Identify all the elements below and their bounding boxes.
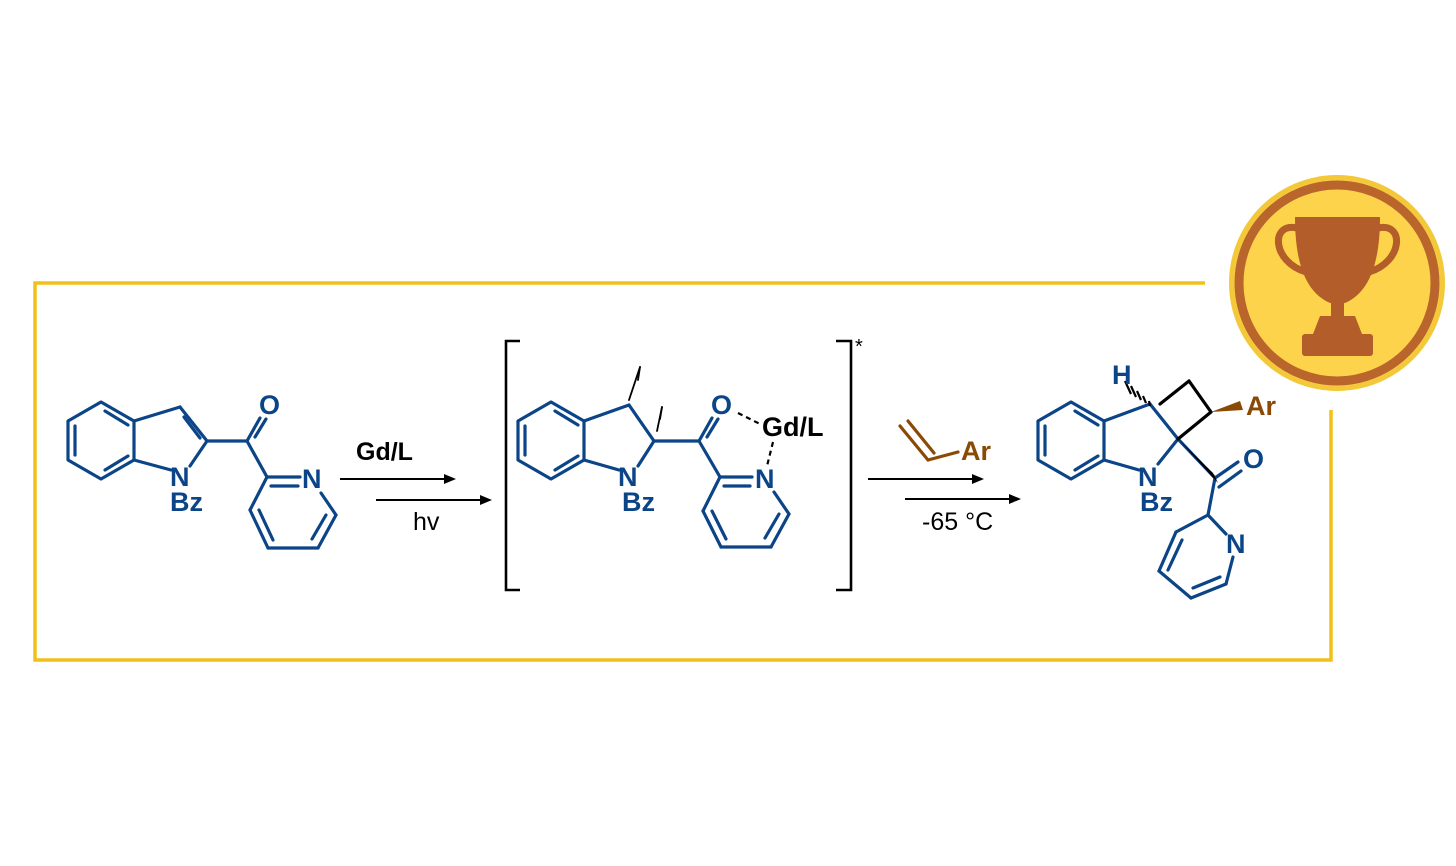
excited-state-marker: * (855, 336, 863, 358)
product-indole-nitrogen-label: N (1138, 462, 1158, 492)
product-bz-label: Bz (1140, 487, 1173, 517)
hashed-wedge-bond (1124, 380, 1152, 407)
carbonyl-wedge-bond (1178, 439, 1218, 483)
alkene-aryl-label: Ar (961, 436, 991, 466)
cyclobutane-ring (1158, 379, 1213, 441)
reactant-oxygen-label: O (259, 390, 280, 420)
aryl-wedge-bond (1211, 401, 1243, 412)
reactant-indole-nitrogen-label: N (170, 462, 190, 492)
intermediate-pyridine-nitrogen-label: N (755, 464, 775, 494)
step2-condition-label: -65 °C (922, 508, 993, 536)
intermediate-brackets (504, 339, 853, 592)
intermediate-indole-nitrogen-label: N (618, 462, 638, 492)
product-molecule (1036, 400, 1243, 600)
reactant-molecule (66, 400, 338, 550)
product-hydrogen-label: H (1112, 360, 1132, 390)
reactant-bz-label: Bz (170, 487, 203, 517)
reactant-pyridine-nitrogen-label: N (302, 464, 322, 494)
product-aryl-label: Ar (1246, 391, 1276, 421)
trophy-badge (1229, 175, 1445, 391)
gd-complex-label: Gd/L (762, 412, 824, 442)
step2-arrows (868, 474, 1021, 504)
intermediate-bz-label: Bz (622, 487, 655, 517)
intermediate-oxygen-label: O (711, 390, 732, 420)
step1-reagent-label: Gd/L (356, 438, 413, 466)
alkene-reagent (898, 419, 960, 462)
radical-spin-arrows (628, 366, 663, 432)
step1-condition-label: hv (413, 508, 440, 536)
gd-coordination-bonds (737, 412, 775, 467)
product-oxygen-label: O (1243, 444, 1264, 474)
highlight-frame (33, 281, 1333, 662)
product-pyridine-nitrogen-label: N (1226, 529, 1246, 559)
step1-arrows (340, 474, 492, 505)
intermediate-molecule (516, 400, 791, 549)
trophy-icon (1274, 217, 1401, 356)
